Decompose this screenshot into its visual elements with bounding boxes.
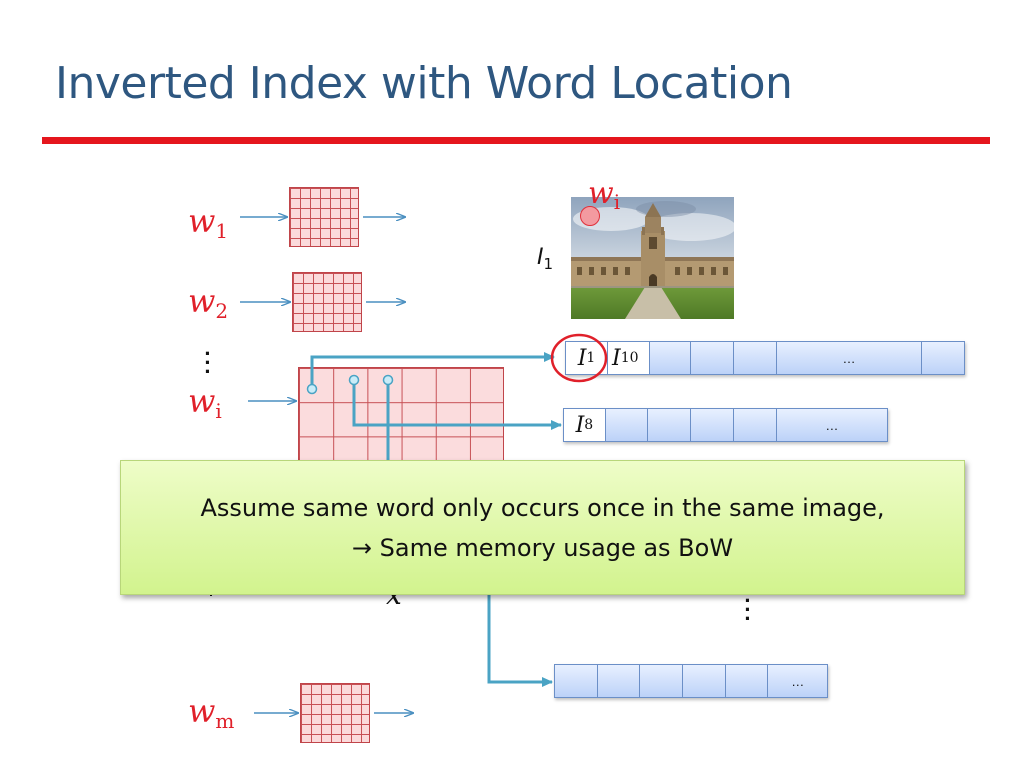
location-grid-wm — [300, 683, 370, 743]
posting-cell — [726, 665, 769, 697]
posting-ellipsis: … — [777, 342, 922, 374]
word-label-wm: wm — [188, 692, 235, 733]
location-grid-w1 — [289, 187, 359, 247]
word-label-w2: w2 — [188, 282, 229, 323]
postings-list-row3: … — [554, 664, 828, 698]
vertical-ellipsis-postings: ··· — [744, 588, 752, 631]
image-word-label-wi: wi — [588, 176, 621, 214]
location-grid-w2 — [292, 272, 362, 332]
posting-cell — [691, 342, 734, 374]
posting-cell — [922, 342, 964, 374]
title-underline — [42, 137, 990, 144]
posting-cell — [648, 409, 692, 441]
posting-cell — [683, 665, 726, 697]
word-label-wi: wi — [188, 382, 222, 423]
partial-x-label: x — [386, 594, 402, 611]
image-label-i1: I1 — [537, 245, 554, 273]
word-occurrence-dot — [580, 206, 600, 226]
posting-cell — [555, 665, 598, 697]
posting-cell — [640, 665, 684, 697]
posting-ellipsis: … — [825, 417, 839, 433]
posting-cell — [650, 342, 691, 374]
callout-line-1: Assume same word only occurs once in the… — [200, 493, 885, 522]
slide-title: Inverted Index with Word Location — [55, 58, 793, 109]
posting-cell — [734, 342, 777, 374]
callout-note: Assume same word only occurs once in the… — [120, 460, 965, 595]
word-label-w1: w1 — [188, 202, 229, 243]
image-thumbnail — [571, 197, 734, 319]
posting-ellipsis: … — [791, 673, 805, 689]
connector-to-row3 — [487, 592, 553, 687]
callout-line-2: → Same memory usage as BoW — [351, 533, 734, 562]
vertical-ellipsis-words: ··· — [204, 341, 212, 384]
highlight-circle-i1 — [550, 333, 608, 383]
posting-cell — [691, 409, 734, 441]
location-grid-wi — [298, 367, 504, 467]
posting-cell — [598, 665, 641, 697]
posting-cell — [734, 409, 777, 441]
posting-cell — [606, 409, 649, 441]
